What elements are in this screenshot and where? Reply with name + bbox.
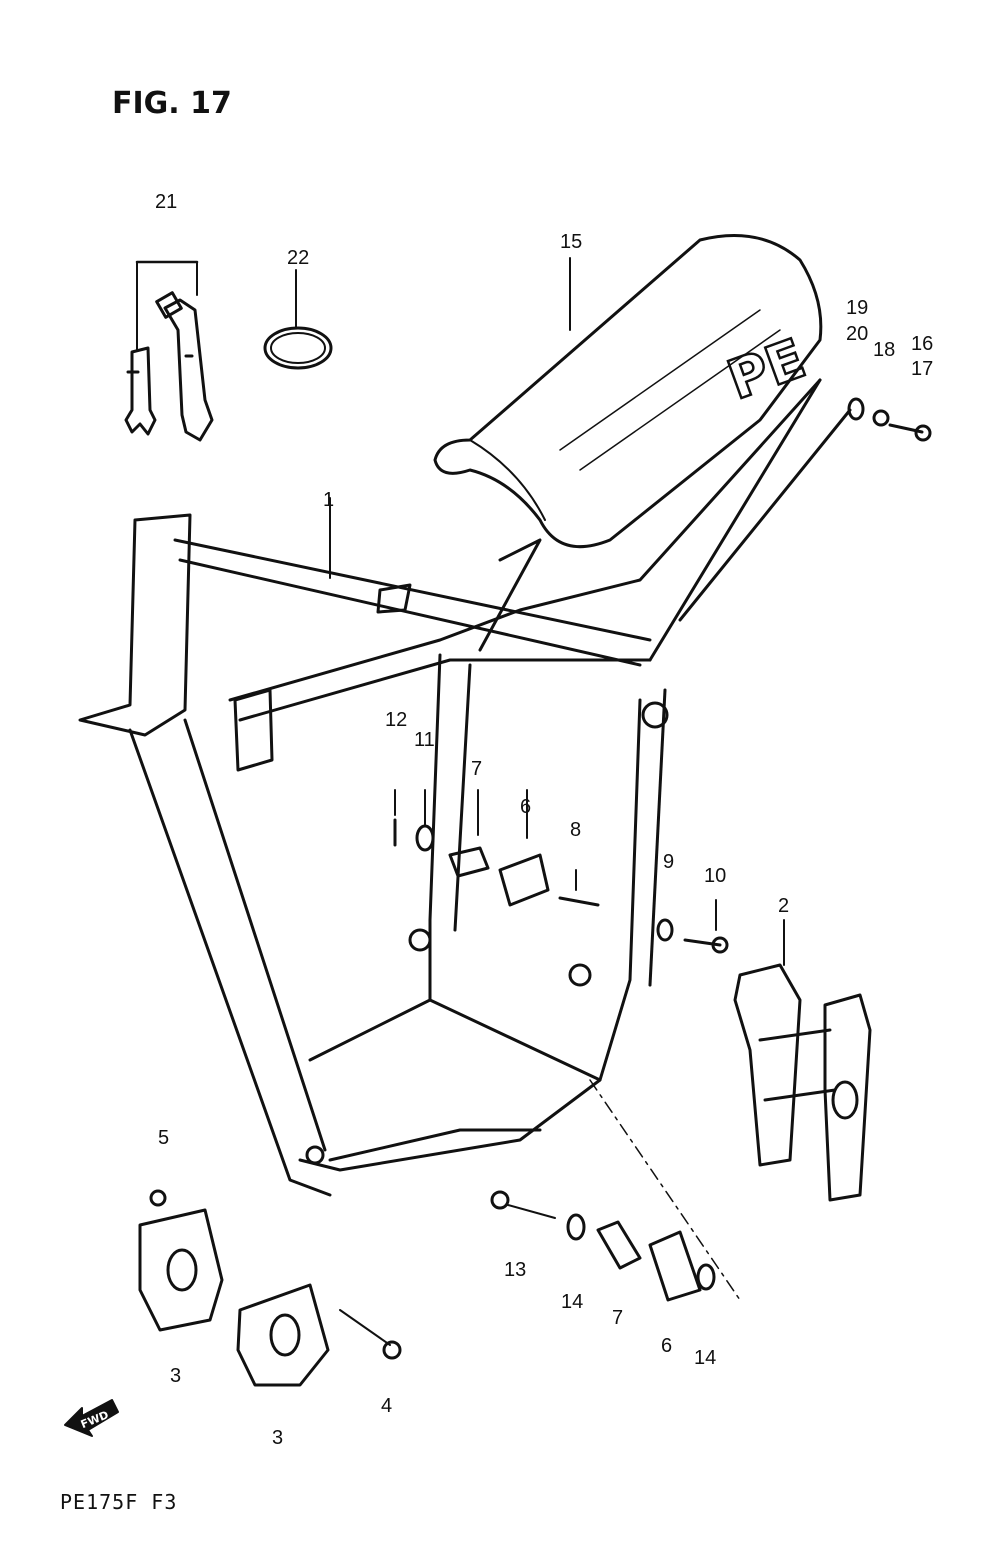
callout-2: 2 [778, 895, 790, 917]
callout-20: 20 [846, 323, 869, 345]
callout-12: 12 [385, 709, 408, 731]
callout-18: 18 [873, 339, 896, 361]
callout-14-rear: 14 [694, 1347, 717, 1369]
fwd-arrow-icon [64, 1399, 119, 1437]
callout-16: 16 [911, 333, 934, 355]
seat-fasteners [847, 397, 932, 442]
callout-9: 9 [663, 851, 675, 873]
callout-5: 5 [158, 1127, 170, 1149]
callout-3-lower: 3 [272, 1427, 284, 1449]
front-mount-hardware [393, 789, 729, 954]
callout-21: 21 [155, 191, 178, 213]
engine-mount-plates [138, 1189, 402, 1387]
callout-10: 10 [704, 865, 727, 887]
fwd-label: FWD [79, 1408, 111, 1431]
o-ring [263, 269, 333, 370]
callout-1: 1 [323, 489, 335, 511]
seat [433, 234, 823, 549]
seat-logo: PE [720, 327, 813, 412]
callout-6: 6 [520, 796, 532, 818]
callout-22: 22 [287, 247, 310, 269]
callout-19: 19 [846, 297, 869, 319]
callout-8: 8 [570, 819, 582, 841]
callout-6-rear: 6 [661, 1335, 673, 1357]
callout-11: 11 [414, 729, 435, 751]
engine-bracket [733, 919, 872, 1202]
figure-title: FIG. 17 [112, 86, 232, 121]
callout-14: 14 [561, 1291, 584, 1313]
motorcycle-frame [78, 378, 852, 1197]
tool-wrench-set [124, 260, 214, 442]
rear-mount-hardware [490, 1079, 741, 1302]
callout-7-rear: 7 [612, 1307, 624, 1329]
callout-7: 7 [471, 758, 483, 780]
callout-15: 15 [560, 231, 583, 253]
callout-4: 4 [381, 1395, 393, 1417]
callout-3: 3 [170, 1365, 182, 1387]
callout-13: 13 [504, 1259, 527, 1281]
figure-code: PE175F F3 [60, 1490, 178, 1514]
callout-17: 17 [911, 358, 934, 380]
